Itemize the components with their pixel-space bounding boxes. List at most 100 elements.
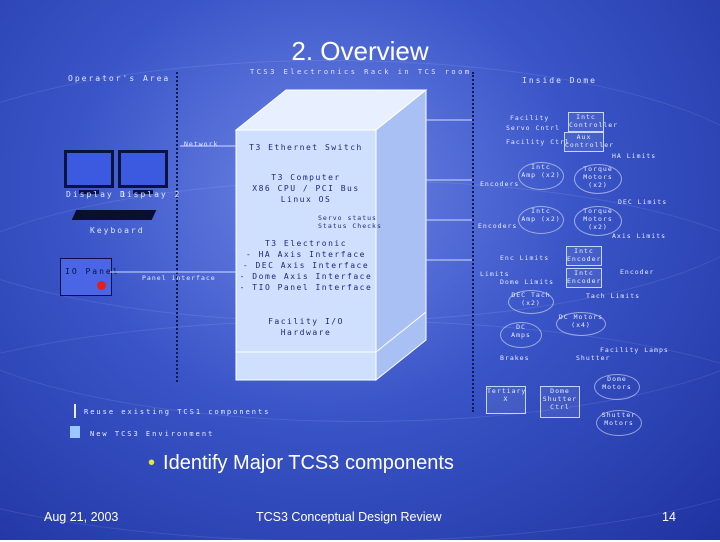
controller-box-2-line-2: Controller: [565, 141, 615, 149]
bullet-dot-icon: •: [148, 452, 156, 474]
servo-note: Servo status Status Checks: [318, 214, 382, 230]
torque-motor-1-line-2: Motors: [583, 173, 613, 181]
electronic-line-1: T3 Electronic: [264, 239, 348, 248]
inside-label-8: HA Limits: [612, 152, 657, 160]
electronic-line-3: - DEC Axis Interface: [242, 261, 370, 270]
computer-line-2: X86 CPU / PCI Bus: [252, 184, 360, 193]
tertiary-box-line-2: X: [503, 395, 509, 403]
footer-title: TCS3 Conceptual Design Review: [256, 510, 442, 524]
torque-motor-2-line-2: Motors: [583, 215, 613, 223]
dc-amps-line-1: DC: [516, 323, 526, 331]
amp-oval-1-line-2: Amp (x2): [521, 171, 561, 179]
io-panel-label: IO Panel: [65, 267, 120, 276]
controller-box-2-line-1: Aux: [576, 133, 592, 141]
encoder-box-1-line-2: Encoder: [567, 255, 602, 263]
divider-right: [472, 72, 474, 412]
rack-front-face: [235, 129, 377, 381]
inside-label-16: Encoder: [620, 268, 655, 276]
io-panel-box: IO Panel: [60, 258, 118, 296]
bullet-text: Identify Major TCS3 components: [163, 452, 454, 474]
inside-label-10: Dome Limits: [500, 278, 555, 286]
panel-interface-label: Panel interface: [142, 274, 216, 282]
servo-note-line-1: Servo status: [318, 214, 377, 222]
dome-shutter-line-1: Dome: [550, 387, 570, 395]
rack-side-face: [375, 88, 427, 382]
tertiary-box-line-1: Tertiary: [487, 387, 527, 395]
divider-left: [176, 72, 178, 382]
inside-label-3: Facility Ctrl: [506, 138, 570, 146]
legend-new-swatch: [70, 426, 80, 438]
facility-line-1: Facility I/O: [268, 317, 344, 326]
dc-motors-line-2: (x4): [571, 321, 591, 329]
torque-motor-1-line-1: Torque: [583, 165, 613, 173]
keyboard-label: Keyboard: [90, 226, 145, 235]
dc-motors-oval: DC Motors(x4): [556, 312, 606, 336]
display-2-label: Display 2: [120, 190, 182, 199]
inside-label-1: Facility: [510, 114, 550, 122]
electronic-line-2: - HA Axis Interface: [245, 250, 366, 259]
dome-shutter-line-3: Ctrl: [550, 403, 570, 411]
inside-label-2: Servo Cntrl: [506, 124, 561, 132]
computer-line-1: T3 Computer: [271, 173, 341, 182]
display-1-icon: [64, 150, 114, 194]
legend-existing-icon: [74, 404, 76, 418]
electronic-label: T3 Electronic - HA Axis Interface - DEC …: [236, 238, 376, 293]
torque-motor-2-line-1: Torque: [583, 207, 613, 215]
dec-tach-oval: DEC Tach(x2): [508, 290, 554, 314]
controller-box-1-line-2: Controller: [569, 121, 619, 129]
controller-box-1-line-1: Intc: [576, 113, 596, 121]
inside-label-15: Shutter: [576, 354, 611, 362]
encoder-box-2-line-1: Intc: [574, 269, 594, 277]
emergency-stop-icon: [97, 281, 106, 290]
torque-motor-1-line-3: (x2): [588, 181, 608, 189]
shutter-motors-line-2: Motors: [604, 419, 634, 427]
inside-label-9: DEC Limits: [618, 198, 668, 206]
dome-motors-line-1: Dome: [607, 375, 627, 383]
inside-label-5: Encoders: [478, 222, 518, 230]
dome-shutter-line-2: Shutter: [542, 395, 578, 403]
computer-label: T3 Computer X86 CPU / PCI Bus Linux OS: [236, 172, 376, 205]
display-2-icon: [118, 150, 168, 194]
dome-motors-line-2: Motors: [602, 383, 632, 391]
encoder-box-2-line-2: Encoder: [567, 277, 602, 285]
dec-tach-line-2: (x2): [521, 299, 541, 307]
facility-line-2: Hardware: [280, 328, 332, 337]
electronic-line-4: - Dome Axis Interface: [239, 272, 373, 281]
inside-label-11: Tach Limits: [586, 292, 641, 300]
inside-label-7: Axis Limits: [612, 232, 667, 240]
region-inside-label: Inside Dome: [522, 76, 597, 85]
footer-date: Aug 21, 2003: [44, 510, 119, 524]
inside-label-13: Facility Lamps: [600, 346, 669, 354]
shutter-motors-line-1: Shutter: [601, 411, 637, 419]
legend-new-label: New TCS3 Environment: [90, 430, 215, 438]
encoder-box-1-line-1: Intc: [574, 247, 594, 255]
display-1-label: Display 1: [66, 190, 128, 199]
region-operator-label: Operator's Area: [68, 74, 171, 83]
computer-line-3: Linux OS: [280, 195, 332, 204]
torque-motor-2-line-3: (x2): [588, 223, 608, 231]
dc-motors-line-1: DC Motors: [558, 313, 604, 321]
inside-label-12: Brakes: [500, 354, 530, 362]
region-electronics-label: TCS3 Electronics Rack in TCS room: [250, 68, 472, 76]
amp-oval-2-line-1: Intc: [531, 207, 551, 215]
inside-label-4: Encoders: [480, 180, 520, 188]
slide-bullet: • Identify Major TCS3 components: [148, 452, 454, 475]
dec-tach-line-1: DEC Tach: [511, 291, 551, 299]
slide-title: 2. Overview: [291, 36, 429, 66]
electronic-line-5: - TIO Panel Interface: [239, 283, 373, 292]
amp-oval-1-line-1: Intc: [531, 163, 551, 171]
amp-oval-2-line-2: Amp (x2): [521, 215, 561, 223]
